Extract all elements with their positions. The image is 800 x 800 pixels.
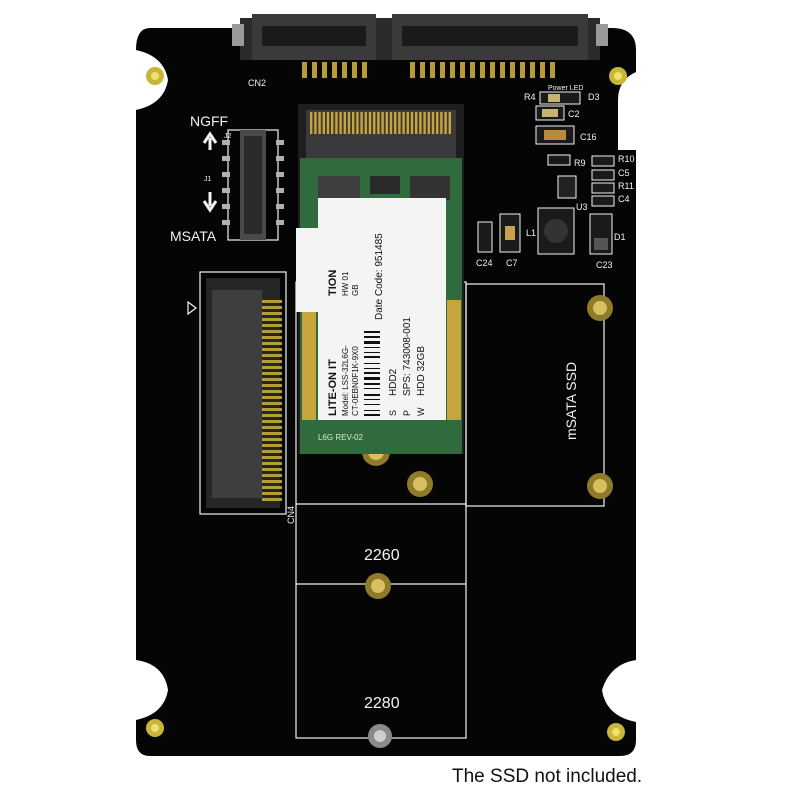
component-label-r9: R9 bbox=[574, 158, 586, 168]
component-label-c24: C24 bbox=[476, 258, 493, 268]
ssd-label-text: LITE-ON IT TION Model: LSS-32L6G- CT-0EB… bbox=[327, 233, 427, 416]
component-label-c23: C23 bbox=[596, 260, 613, 270]
svg-text:HW 01: HW 01 bbox=[341, 271, 350, 296]
svg-text:J1: J1 bbox=[204, 176, 212, 183]
caption: The SSD not included. bbox=[452, 766, 643, 787]
svg-text:Model: LSS-32L6G-: Model: LSS-32L6G- bbox=[341, 345, 350, 416]
msata-ssd-label: mSATA SSD bbox=[563, 362, 579, 440]
m2-connector bbox=[187, 271, 287, 515]
component-label-d1: D1 bbox=[614, 232, 626, 242]
component-label-u3: U3 bbox=[576, 202, 588, 212]
component-label-c16: C16 bbox=[580, 132, 597, 142]
component-label-l1: L1 bbox=[526, 228, 536, 238]
size-2260-label: 2260 bbox=[364, 547, 400, 564]
switch-msata-label: MSATA bbox=[170, 228, 217, 244]
svg-text:GB: GB bbox=[351, 284, 360, 296]
power-circuit: Power LED bbox=[477, 85, 615, 255]
svg-text:HDD2: HDD2 bbox=[388, 368, 399, 396]
component-label-c4: C4 bbox=[618, 194, 630, 204]
svg-text:CT-0EBN0F1K-9X0: CT-0EBN0F1K-9X0 bbox=[351, 346, 360, 416]
component-label-c7: C7 bbox=[506, 258, 518, 268]
ssd-brand: LITE-ON IT bbox=[327, 359, 339, 416]
component-label-c2: C2 bbox=[568, 109, 580, 119]
svg-text:L6G REV-02: L6G REV-02 bbox=[318, 433, 363, 442]
switch-ngff-label: NGFF bbox=[190, 113, 228, 129]
arrow-down-icon bbox=[202, 192, 218, 213]
size-2280-label: 2280 bbox=[364, 695, 400, 712]
component-label-d3: D3 bbox=[588, 92, 600, 102]
svg-text:SPS: 743008-001: SPS: 743008-001 bbox=[402, 317, 413, 396]
pin1-marker-icon bbox=[187, 300, 197, 316]
ssd-card: L6G REV-02 bbox=[296, 104, 464, 454]
svg-text:P: P bbox=[402, 410, 412, 416]
svg-text:S: S bbox=[388, 410, 398, 416]
svg-text:Power LED: Power LED bbox=[548, 85, 583, 92]
arrow-up-icon bbox=[202, 131, 218, 150]
cn2-label: CN2 bbox=[248, 78, 266, 88]
svg-text:W: W bbox=[416, 407, 426, 416]
component-label-r10: R10 bbox=[618, 154, 635, 164]
svg-text:Date Code: 951485: Date Code: 951485 bbox=[374, 233, 385, 320]
svg-text:HDD 32GB: HDD 32GB bbox=[416, 346, 427, 396]
component-label-r4: R4 bbox=[524, 92, 536, 102]
cn4-label: CN4 bbox=[286, 506, 296, 524]
component-label-r11: R11 bbox=[618, 181, 634, 191]
svg-text:TION: TION bbox=[327, 270, 339, 296]
component-label-c5: C5 bbox=[618, 168, 630, 178]
mode-switch: NGFF MSATA J2 J1 bbox=[170, 113, 284, 244]
sata-connector bbox=[232, 14, 608, 78]
